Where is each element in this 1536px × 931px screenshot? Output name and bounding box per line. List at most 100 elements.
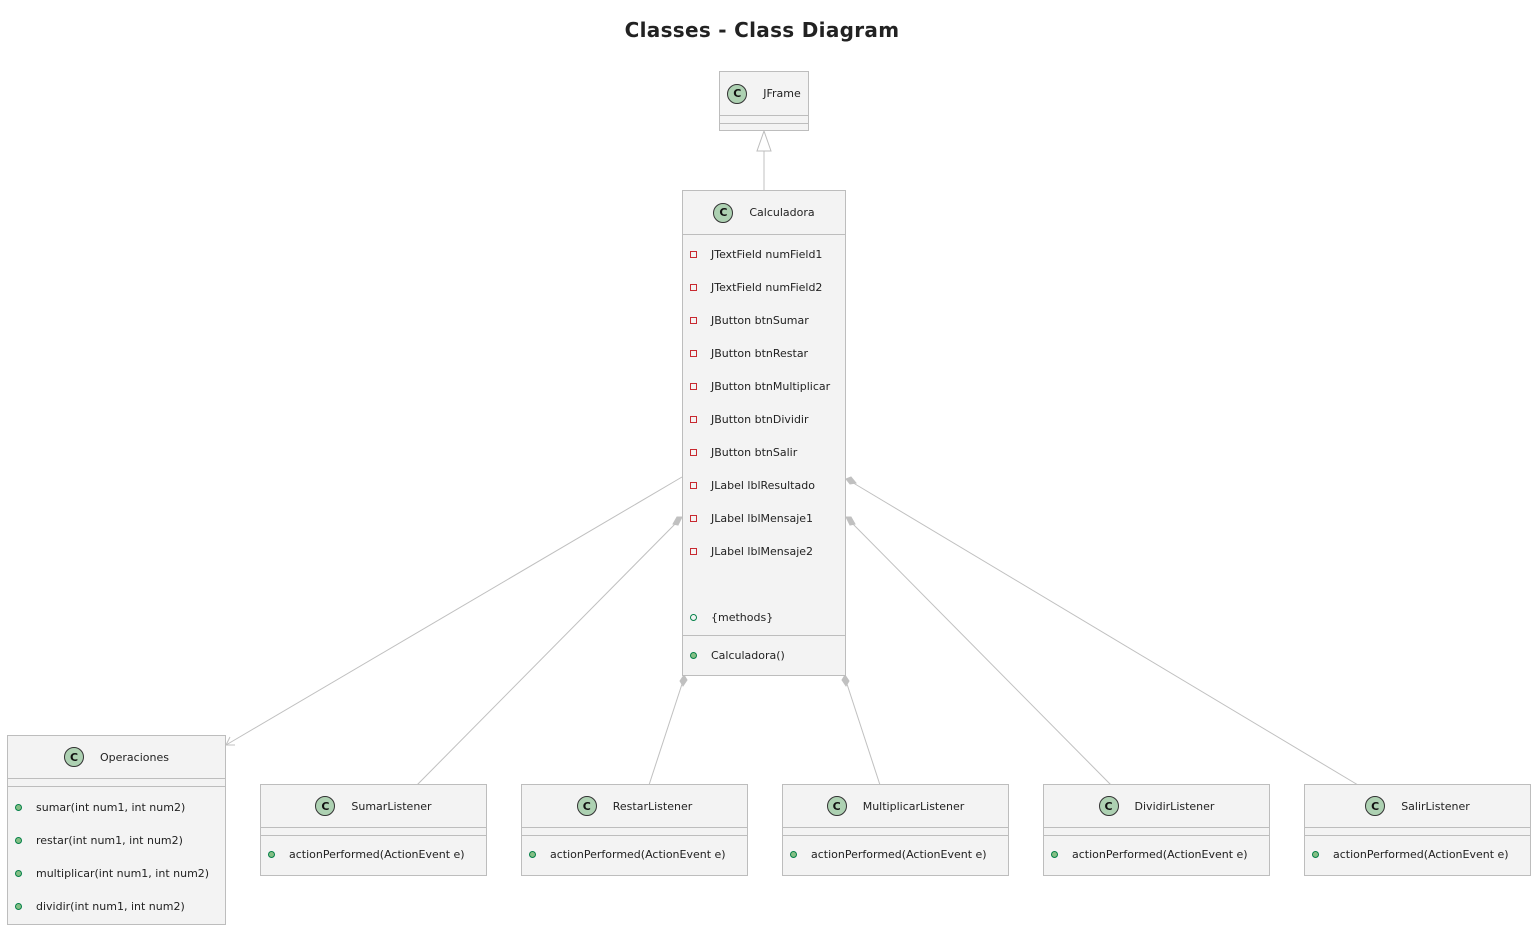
- method-text: multiplicar(int num1, int num2): [36, 867, 210, 880]
- class-multiplicar-listener[interactable]: C MultiplicarListener actionPerformed(Ac…: [782, 784, 1009, 876]
- methods-section: actionPerformed(ActionEvent e): [1044, 836, 1269, 871]
- edge-composition-dividir: [848, 519, 1112, 786]
- method-text: restar(int num1, int num2): [36, 834, 183, 847]
- field-row: JLabel lblResultado: [683, 469, 845, 502]
- edge-association-operaciones: [225, 476, 683, 746]
- field-text: JTextField numField2: [711, 281, 823, 294]
- private-icon: [690, 449, 697, 456]
- method-row: actionPerformed(ActionEvent e): [261, 838, 486, 871]
- method-row: restar(int num1, int num2): [8, 824, 225, 857]
- method-row: actionPerformed(ActionEvent e): [783, 838, 1008, 871]
- methods-section: sumar(int num1, int num2) restar(int num…: [8, 787, 225, 923]
- class-jframe[interactable]: C JFrame: [719, 71, 809, 131]
- class-name: RestarListener: [612, 799, 693, 813]
- private-icon: [690, 317, 697, 324]
- class-name: MultiplicarListener: [862, 799, 965, 813]
- fields-section: [8, 779, 225, 787]
- diagram-title: Classes - Class Diagram: [624, 18, 900, 42]
- field-text: JLabel lblMensaje1: [711, 512, 814, 525]
- method-row: actionPerformed(ActionEvent e): [1305, 838, 1530, 871]
- method-row: multiplicar(int num1, int num2): [8, 857, 225, 890]
- methods-section: actionPerformed(ActionEvent e): [783, 836, 1008, 871]
- class-name: Operaciones: [100, 750, 169, 764]
- field-text: JLabel lblMensaje2: [711, 545, 814, 558]
- field-text: JButton btnRestar: [711, 347, 809, 360]
- class-c-icon: C: [826, 796, 847, 816]
- method-text: dividir(int num1, int num2): [36, 900, 185, 913]
- class-name: Calculadora: [749, 206, 815, 219]
- class-name: JFrame: [763, 87, 801, 100]
- public-icon: [529, 851, 536, 858]
- field-row-blank: [683, 568, 845, 601]
- public-icon: [1051, 851, 1058, 858]
- class-sumar-listener[interactable]: C SumarListener actionPerformed(ActionEv…: [260, 784, 487, 876]
- class-header: C MultiplicarListener: [783, 785, 1008, 828]
- class-dividir-listener[interactable]: C DividirListener actionPerformed(Action…: [1043, 784, 1270, 876]
- private-icon: [690, 251, 697, 258]
- field-row: JButton btnMultiplicar: [683, 370, 845, 403]
- class-header: C Operaciones: [8, 736, 225, 779]
- field-row: JTextField numField2: [683, 271, 845, 304]
- private-icon: [690, 416, 697, 423]
- edge-composition-multiplicar: [845, 680, 881, 786]
- fields-section: [1044, 828, 1269, 836]
- composition-diamond-sumar: [672, 516, 683, 526]
- public-icon: [15, 837, 22, 844]
- class-header: C JFrame: [720, 72, 808, 116]
- method-row: actionPerformed(ActionEvent e): [522, 838, 747, 871]
- inheritance-arrowhead: [756, 129, 772, 152]
- methods-section: Calculadora(): [683, 636, 845, 672]
- method-text: Calculadora(): [711, 649, 785, 662]
- class-salir-listener[interactable]: C SalirListener actionPerformed(ActionEv…: [1304, 784, 1531, 876]
- public-icon: [790, 851, 797, 858]
- methods-section: [720, 124, 808, 130]
- class-name: DividirListener: [1134, 799, 1215, 813]
- fields-section: [261, 828, 486, 836]
- public-icon: [690, 652, 697, 659]
- field-row: JTextField numField1: [683, 238, 845, 271]
- class-restar-listener[interactable]: C RestarListener actionPerformed(ActionE…: [521, 784, 748, 876]
- method-text: actionPerformed(ActionEvent e): [550, 848, 726, 861]
- methods-section: actionPerformed(ActionEvent e): [261, 836, 486, 871]
- fields-section: [1305, 828, 1530, 836]
- method-text: actionPerformed(ActionEvent e): [289, 848, 465, 861]
- class-operaciones[interactable]: C Operaciones sumar(int num1, int num2) …: [7, 735, 226, 925]
- methods-section: actionPerformed(ActionEvent e): [1305, 836, 1530, 871]
- class-header: C SumarListener: [261, 785, 486, 828]
- field-row: JButton btnSalir: [683, 436, 845, 469]
- edge-composition-restar: [648, 680, 684, 786]
- private-icon: [690, 383, 697, 390]
- method-text: actionPerformed(ActionEvent e): [1072, 848, 1248, 861]
- class-c-icon: C: [1098, 796, 1119, 816]
- class-calculadora[interactable]: C Calculadora JTextField numField1 JText…: [682, 190, 846, 676]
- field-row: {methods}: [683, 601, 845, 634]
- composition-diamond-restar: [679, 674, 688, 687]
- field-text: {methods}: [711, 611, 774, 624]
- private-icon: [690, 548, 697, 555]
- field-row: JButton btnDividir: [683, 403, 845, 436]
- composition-diamond-multiplicar: [841, 674, 850, 687]
- class-header: C DividirListener: [1044, 785, 1269, 828]
- public-icon: [268, 851, 275, 858]
- class-c-icon: C: [315, 796, 336, 816]
- edge-composition-salir: [849, 480, 1359, 786]
- class-c-icon: C: [64, 747, 84, 767]
- public-icon: [15, 870, 22, 877]
- class-c-icon: C: [727, 83, 748, 104]
- field-text: JButton btnSumar: [711, 314, 809, 327]
- fields-section: [783, 828, 1008, 836]
- field-row: JLabel lblMensaje2: [683, 535, 845, 568]
- public-icon: [1312, 851, 1319, 858]
- field-text: JTextField numField1: [711, 248, 823, 261]
- method-row: Calculadora(): [683, 639, 845, 672]
- method-text: actionPerformed(ActionEvent e): [1333, 848, 1509, 861]
- field-row: JLabel lblMensaje1: [683, 502, 845, 535]
- class-header: C RestarListener: [522, 785, 747, 828]
- class-name: SumarListener: [351, 799, 432, 813]
- method-row: dividir(int num1, int num2): [8, 890, 225, 923]
- fields-section: [720, 116, 808, 124]
- class-name: SalirListener: [1401, 799, 1470, 813]
- composition-diamond-salir: [845, 476, 857, 485]
- public-icon: [15, 804, 22, 811]
